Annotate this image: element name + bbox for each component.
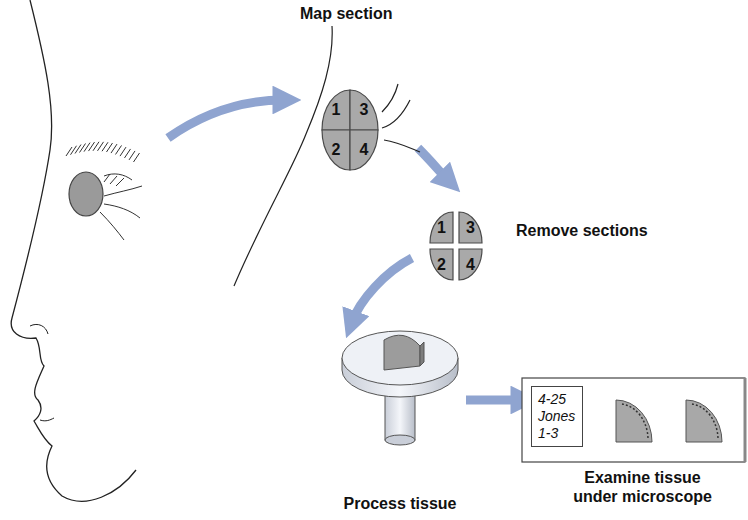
brow-hair bbox=[107, 143, 113, 152]
lesion bbox=[69, 172, 103, 216]
step-label: Process tissue bbox=[330, 494, 470, 513]
map-profile bbox=[234, 26, 420, 286]
face-profile bbox=[11, 0, 136, 501]
tissue-section: 1 bbox=[322, 90, 350, 130]
tissue-section: 4 bbox=[350, 130, 378, 170]
brow-hair bbox=[129, 151, 135, 160]
section-outline bbox=[322, 130, 350, 170]
brow-hair bbox=[116, 145, 122, 154]
slide-label: 4-25Jones1-3 bbox=[531, 386, 583, 447]
brow-hair bbox=[120, 147, 126, 156]
section-number: 2 bbox=[332, 141, 341, 159]
brow-hair bbox=[111, 144, 117, 153]
brow-hair bbox=[134, 153, 140, 162]
slide-label-text: 4-25 bbox=[538, 391, 576, 408]
brow-hair bbox=[102, 142, 108, 151]
step-label: Map section bbox=[300, 4, 392, 23]
section-outline bbox=[322, 90, 350, 130]
tissue-section: 2 bbox=[322, 130, 350, 170]
step-label: Examine tissue under microscope bbox=[560, 468, 725, 506]
section-outline bbox=[350, 90, 378, 130]
section-number: 2 bbox=[437, 256, 446, 274]
flow-arrows bbox=[168, 100, 522, 400]
tissue-section: 3 bbox=[459, 212, 482, 243]
section-number: 1 bbox=[437, 219, 446, 237]
tissue-section: 4 bbox=[459, 249, 482, 280]
section-number: 4 bbox=[466, 256, 475, 274]
step-label: Remove sections bbox=[516, 221, 648, 240]
slide-label-text: 1-3 bbox=[538, 425, 576, 442]
section-outline bbox=[430, 212, 453, 243]
eye-wrinkles bbox=[100, 174, 142, 240]
section-outline bbox=[430, 249, 453, 280]
section-number: 4 bbox=[360, 141, 369, 159]
tissue-mount bbox=[342, 331, 458, 445]
tissue-section: 3 bbox=[350, 90, 378, 130]
section-number: 3 bbox=[466, 219, 475, 237]
section-number: 1 bbox=[332, 101, 341, 119]
section-number: 3 bbox=[360, 101, 369, 119]
tissue-section: 1 bbox=[430, 212, 453, 243]
section-outline bbox=[459, 212, 482, 243]
tissue-section: 2 bbox=[430, 249, 453, 280]
eyebrow bbox=[66, 142, 140, 162]
brow-hair bbox=[125, 149, 131, 158]
microscope-slide bbox=[522, 378, 745, 462]
slide-label-text: Jones bbox=[538, 408, 576, 425]
section-outline bbox=[350, 130, 378, 170]
section-outline bbox=[459, 249, 482, 280]
